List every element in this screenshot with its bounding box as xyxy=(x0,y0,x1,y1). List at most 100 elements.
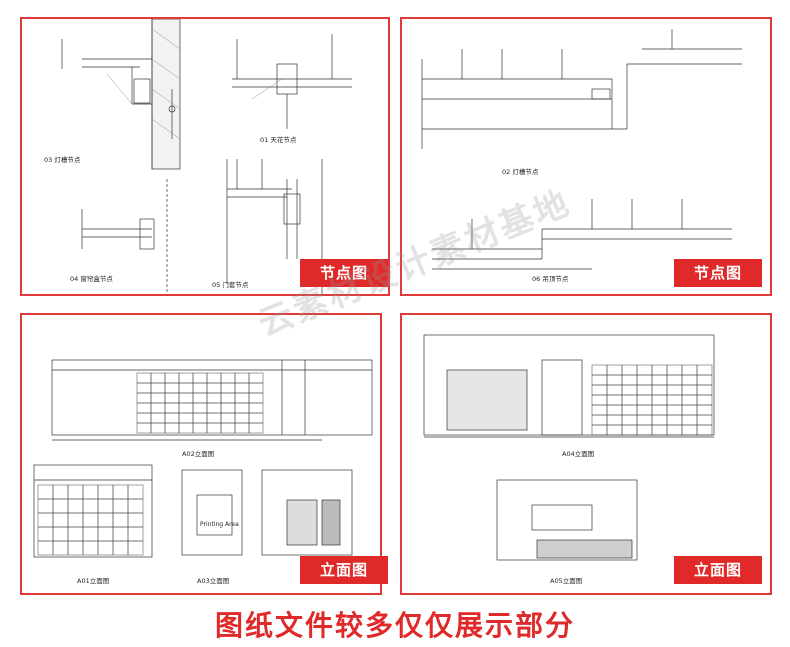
tile xyxy=(192,372,208,384)
tile xyxy=(696,364,713,376)
tile xyxy=(621,384,638,396)
tile xyxy=(97,526,114,542)
printing-area-label: Printing Area xyxy=(200,521,239,528)
tile xyxy=(67,498,84,514)
drawing-detail-2: 02 灯槽节点 06 吊顶节点 xyxy=(421,29,742,283)
tile xyxy=(621,374,638,386)
tile xyxy=(192,422,208,434)
tile xyxy=(150,422,166,434)
tile xyxy=(696,374,713,386)
tile xyxy=(206,392,222,404)
tile xyxy=(248,402,264,414)
tile xyxy=(666,384,683,396)
tile xyxy=(97,498,114,514)
tile xyxy=(67,512,84,528)
tile xyxy=(67,484,84,500)
tile xyxy=(666,364,683,376)
tile xyxy=(37,526,54,542)
tile xyxy=(621,394,638,406)
tile xyxy=(651,424,668,436)
tile xyxy=(621,424,638,436)
footer-caption: 图纸文件较多仅仅展示部分 xyxy=(214,609,575,642)
tile xyxy=(636,364,653,376)
tile xyxy=(681,384,698,396)
elevation-label-3: A03立面图 xyxy=(197,576,229,585)
detail-label-2: 01 天花节点 xyxy=(260,135,297,144)
tile xyxy=(636,424,653,436)
tile xyxy=(696,404,713,416)
drawing-elevation-2: A04立面图 A05立面图 xyxy=(423,334,715,585)
tile xyxy=(220,412,236,424)
tile xyxy=(67,540,84,556)
tile xyxy=(164,392,180,404)
tile xyxy=(681,364,698,376)
tile xyxy=(52,498,69,514)
tile xyxy=(82,512,99,528)
tile xyxy=(164,422,180,434)
tile xyxy=(136,422,152,434)
tile xyxy=(591,404,608,416)
drawing-detail-1: 03 灯槽节点 01 天花节点 04 窗帘盒节点 05 门套节点 xyxy=(44,19,352,294)
tile xyxy=(112,540,129,556)
tile xyxy=(206,382,222,394)
tile xyxy=(220,382,236,394)
tile xyxy=(136,412,152,424)
tile xyxy=(591,384,608,396)
tile xyxy=(150,412,166,424)
tile xyxy=(150,382,166,394)
detail-label-6: 06 吊顶节点 xyxy=(532,275,569,283)
tile xyxy=(52,484,69,500)
tile xyxy=(127,498,144,514)
elevation-label-1: A01立面图 xyxy=(77,576,109,585)
tile xyxy=(591,374,608,386)
detail-label-5: 02 灯槽节点 xyxy=(502,167,539,176)
tile xyxy=(234,372,250,384)
tile xyxy=(82,484,99,500)
tile xyxy=(192,382,208,394)
tile xyxy=(681,394,698,406)
tile xyxy=(651,404,668,416)
tile xyxy=(651,384,668,396)
tile xyxy=(651,374,668,386)
tile xyxy=(248,392,264,404)
panel-elevation-2: A04立面图 A05立面图 立面图 xyxy=(400,313,772,595)
detail-label-3: 04 窗帘盒节点 xyxy=(70,274,113,283)
tile xyxy=(248,372,264,384)
tile xyxy=(52,526,69,542)
tile xyxy=(136,402,152,414)
drawing-elevation-1: A01立面图 A02立面图 A03立面图 Printing Area xyxy=(33,359,373,585)
tile xyxy=(234,402,250,414)
tile xyxy=(666,414,683,426)
tile xyxy=(651,364,668,376)
tile xyxy=(651,394,668,406)
tile xyxy=(234,392,250,404)
tile xyxy=(192,402,208,414)
tile xyxy=(621,364,638,376)
tile xyxy=(636,394,653,406)
tile xyxy=(220,372,236,384)
tile xyxy=(82,526,99,542)
tile xyxy=(591,394,608,406)
tile xyxy=(696,424,713,436)
tile xyxy=(636,374,653,386)
elevation-label-4: A04立面图 xyxy=(562,449,594,458)
tile xyxy=(606,384,623,396)
tile xyxy=(97,484,114,500)
tile xyxy=(206,412,222,424)
tile xyxy=(150,392,166,404)
tile xyxy=(696,394,713,406)
tile xyxy=(127,540,144,556)
tile xyxy=(666,404,683,416)
tile xyxy=(248,422,264,434)
tile xyxy=(606,394,623,406)
panel-detail-1: 03 灯槽节点 01 天花节点 04 窗帘盒节点 05 门套节点 节点图 xyxy=(20,17,390,296)
tile xyxy=(52,512,69,528)
tile xyxy=(97,512,114,528)
tile xyxy=(164,412,180,424)
tile xyxy=(112,512,129,528)
tile xyxy=(150,372,166,384)
tile xyxy=(606,404,623,416)
tile xyxy=(178,372,194,384)
panel-tag-detail-2: 节点图 xyxy=(674,259,762,287)
tile xyxy=(666,424,683,436)
